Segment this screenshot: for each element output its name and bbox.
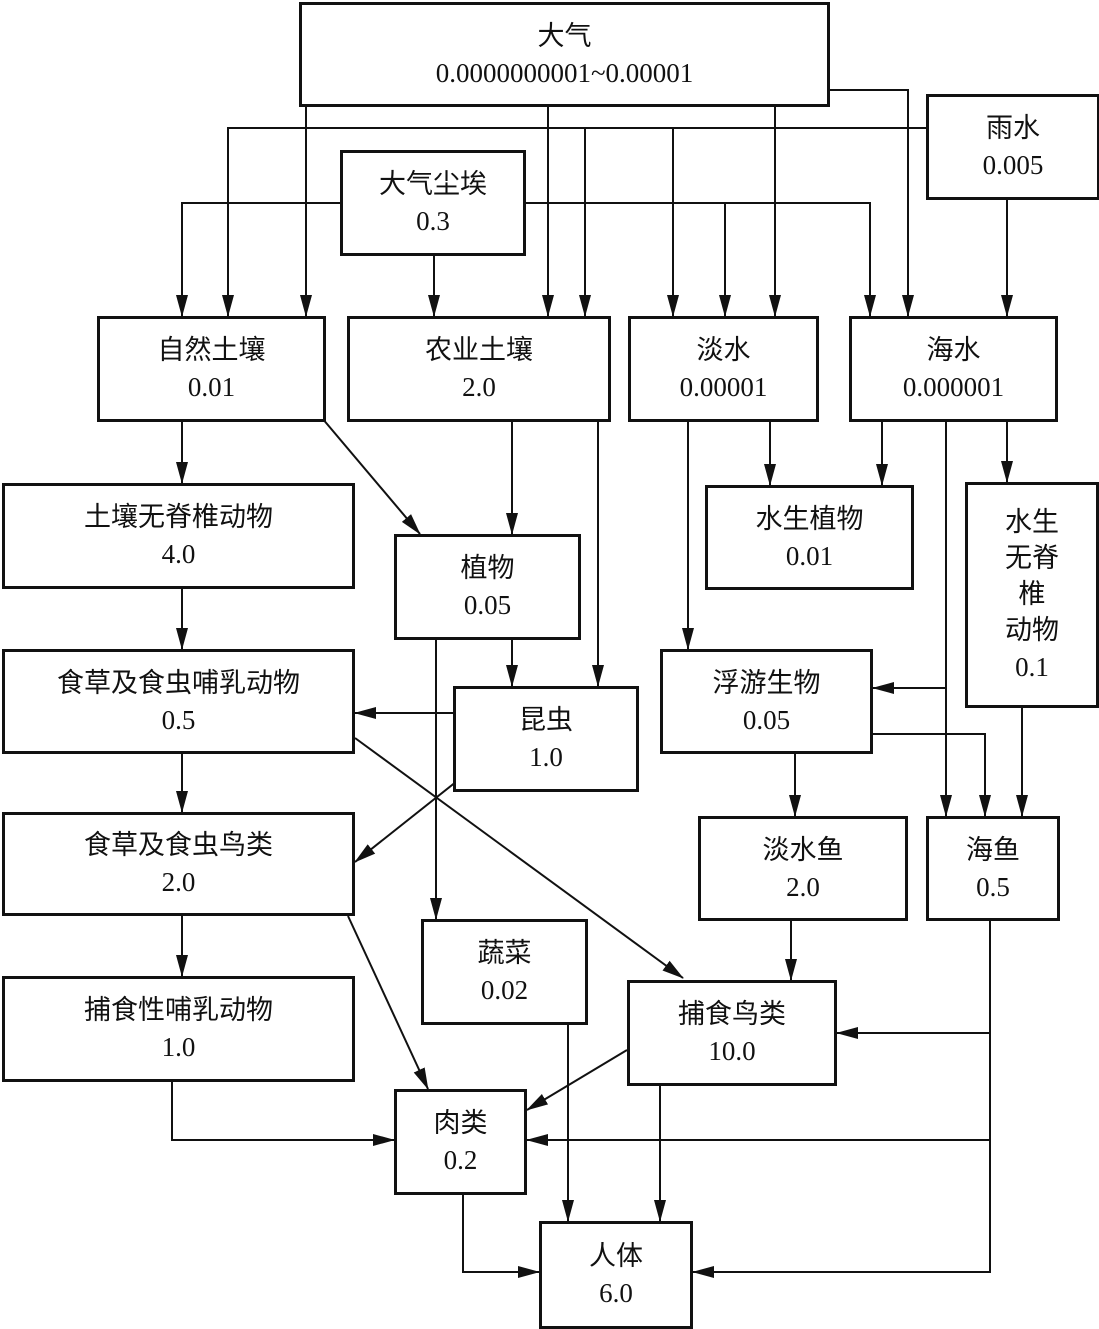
node-atmospheric-dust: 大气尘埃 0.3: [340, 150, 526, 256]
node-label: 水生 无脊 椎 动物: [1005, 507, 1059, 646]
node-seawater: 海水 0.000001: [849, 316, 1058, 422]
node-value: 1.0: [161, 1032, 196, 1062]
node-value: 0.05: [742, 704, 791, 735]
arrow-dust-to-seawater: [725, 202, 876, 317]
node-value: 10.0: [708, 1036, 756, 1066]
node-value: 0.3: [416, 206, 450, 236]
node-aquatic-plants: 水生植物 0.01: [705, 485, 914, 590]
node-rain: 雨水 0.005: [926, 94, 1099, 200]
node-label: 浮游生物: [712, 667, 821, 699]
node-label: 捕食鸟类: [678, 999, 786, 1030]
arrow-pred-birds-to-meat: [526, 1049, 628, 1111]
node-label: 土壤无脊椎动物: [84, 502, 273, 533]
arrow-herb-mammals-to-pred-birds: [354, 737, 684, 979]
arrow-herb-birds-to-meat: [347, 915, 429, 1090]
node-predatory-mammals: 捕食性哺乳动物 1.0: [2, 976, 355, 1082]
node-label: 海鱼: [966, 834, 1020, 866]
node-label: 淡水: [696, 335, 751, 366]
node-predatory-birds: 捕食鸟类 10.0: [627, 980, 837, 1086]
node-value: 0.005: [982, 150, 1044, 180]
node-herbivore-insectivore-birds: 食草及食虫鸟类 2.0: [2, 812, 355, 916]
arrow-dust-to-freshwater: [526, 202, 731, 317]
node-value: 0.00001: [679, 372, 768, 402]
node-meat: 肉类 0.2: [394, 1089, 527, 1195]
node-value: 0.01: [187, 372, 236, 402]
node-aquatic-invertebrates: 水生 无脊 椎 动物 0.1: [965, 482, 1099, 708]
node-plants: 植物 0.05: [394, 534, 581, 640]
node-natural-soil: 自然土壤 0.01: [97, 316, 326, 422]
node-label: 昆虫: [519, 705, 573, 736]
node-value: 0.5: [161, 704, 196, 735]
arrow-atmosphere-to-seawater: [830, 89, 914, 317]
node-value: 0.0000000001~0.00001: [435, 57, 694, 88]
node-value: 0.000001: [902, 372, 1005, 402]
arrow-pred-mammals-to-meat: [171, 1082, 395, 1146]
node-freshwater: 淡水 0.00001: [628, 316, 819, 422]
node-value: 6.0: [599, 1278, 633, 1308]
arrow-natural-soil-to-plants: [321, 417, 421, 535]
node-label: 淡水鱼: [762, 834, 844, 866]
node-value: 0.2: [443, 1145, 478, 1175]
node-value: 2.0: [462, 372, 496, 402]
node-value: 0.02: [480, 975, 529, 1005]
node-label: 自然土壤: [157, 335, 266, 366]
node-value: 1.0: [529, 742, 563, 772]
node-label: 农业土壤: [425, 335, 533, 366]
node-herbivore-insectivore-mammals: 食草及食虫哺乳动物 0.5: [2, 649, 355, 754]
arrow-dust-to-natural-soil: [176, 202, 340, 317]
node-value: 4.0: [161, 539, 196, 569]
node-label: 大气: [537, 20, 592, 52]
arrow-sea-fish-to-human: [692, 921, 991, 1278]
node-atmosphere: 大气 0.0000000001~0.00001: [299, 2, 830, 107]
node-label: 植物: [460, 553, 515, 584]
node-label: 人体: [589, 1241, 643, 1272]
node-plankton: 浮游生物 0.05: [660, 649, 873, 754]
node-label: 食草及食虫哺乳动物: [57, 667, 300, 699]
node-label: 食草及食虫鸟类: [84, 830, 273, 861]
node-label: 肉类: [433, 1108, 488, 1139]
node-value: 2.0: [161, 867, 196, 897]
node-label: 雨水: [986, 113, 1040, 144]
node-value: 0.05: [463, 590, 512, 620]
node-label: 海水: [926, 335, 981, 366]
node-human-body: 人体 6.0: [539, 1221, 693, 1329]
node-label: 水生植物: [755, 503, 864, 535]
node-value: 0.1: [1015, 652, 1049, 682]
node-value: 2.0: [786, 871, 820, 902]
node-freshwater-fish: 淡水鱼 2.0: [698, 816, 908, 921]
node-sea-fish: 海鱼 0.5: [926, 816, 1060, 921]
node-vegetables: 蔬菜 0.02: [421, 919, 588, 1025]
node-agricultural-soil: 农业土壤 2.0: [347, 316, 611, 422]
node-label: 捕食性哺乳动物: [84, 995, 273, 1026]
arrow-meat-to-human: [462, 1195, 540, 1278]
node-soil-invertebrates: 土壤无脊椎动物 4.0: [2, 483, 355, 589]
node-value: 0.5: [976, 871, 1010, 902]
node-label: 蔬菜: [477, 938, 532, 969]
arrow-plankton-to-sea-fish: [873, 733, 991, 817]
node-value: 0.01: [785, 540, 834, 571]
node-label: 大气尘埃: [379, 169, 487, 200]
arrow-rain-to-natural-soil: [222, 127, 926, 317]
node-insects: 昆虫 1.0: [453, 686, 639, 792]
